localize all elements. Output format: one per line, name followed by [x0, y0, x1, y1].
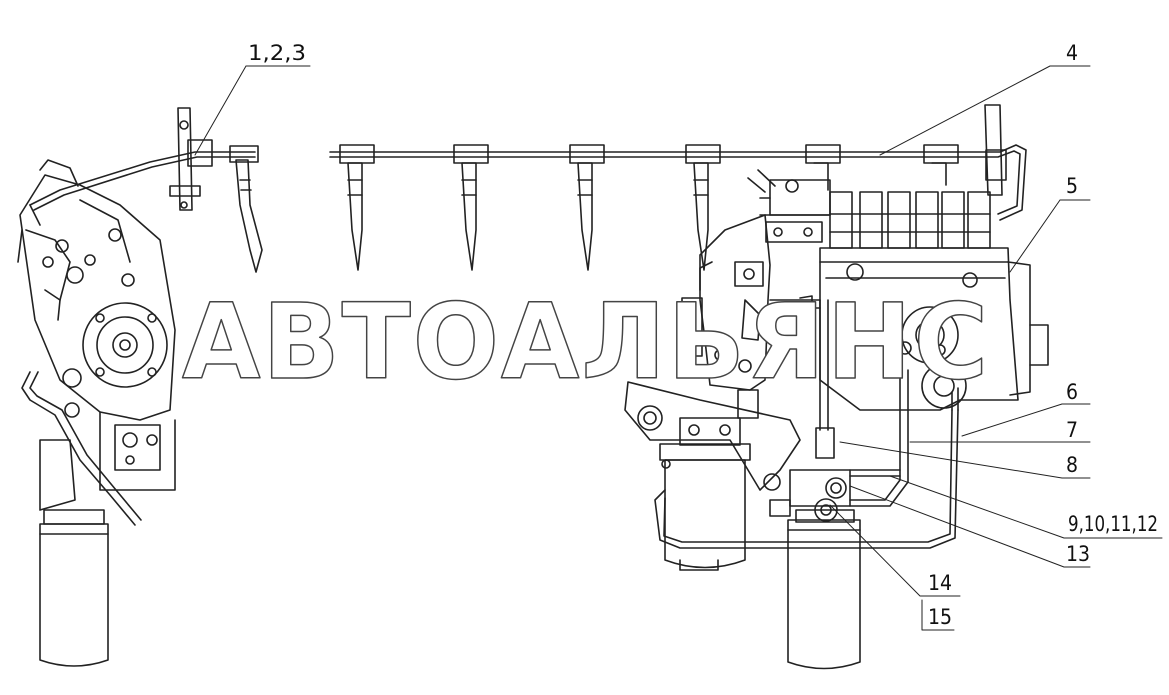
- left-side-view: [17, 107, 263, 667]
- rail-pipe: [329, 144, 1027, 221]
- callout-6: 6: [1066, 380, 1078, 404]
- left-fuel-filter: [39, 509, 109, 667]
- delivery-valves: [829, 191, 991, 249]
- callout-4: 4: [1066, 41, 1078, 65]
- injector: [805, 144, 841, 191]
- callout-8: 8: [1066, 453, 1078, 477]
- fuel-return-lines: [654, 409, 959, 549]
- right-front-view: [624, 169, 1049, 670]
- main-fuel-filter: [787, 509, 861, 670]
- injector: [569, 144, 605, 271]
- callout-15: 15: [928, 605, 952, 629]
- callout-1-2-3: 1,2,3: [248, 41, 306, 65]
- callout-14: 14: [928, 571, 952, 595]
- injector-rail: [329, 104, 1027, 271]
- callout-labels: 1,2,3 4 5 6 7 8 9,10,11,12 13 14 15: [248, 41, 1158, 629]
- left-injector: [235, 159, 263, 273]
- callout-9-10-11-12: 9,10,11,12: [1068, 512, 1158, 536]
- right-fuel-filter: [664, 459, 746, 569]
- callout-7: 7: [1066, 418, 1078, 442]
- left-pump-body: [19, 159, 176, 421]
- callout-leaders: [194, 65, 1163, 631]
- left-bracket: [169, 107, 201, 211]
- injector: [339, 144, 375, 271]
- injector: [923, 144, 959, 186]
- right-filter-head: [679, 417, 741, 446]
- callout-13: 13: [1066, 542, 1090, 566]
- left-return-pipe: [21, 371, 136, 526]
- watermark-text: АВТОАЛЬЯНС: [182, 281, 990, 403]
- left-fuel-line: [29, 151, 256, 206]
- callout-5: 5: [1066, 174, 1078, 198]
- injector: [453, 144, 489, 271]
- governor-disc: [901, 306, 959, 364]
